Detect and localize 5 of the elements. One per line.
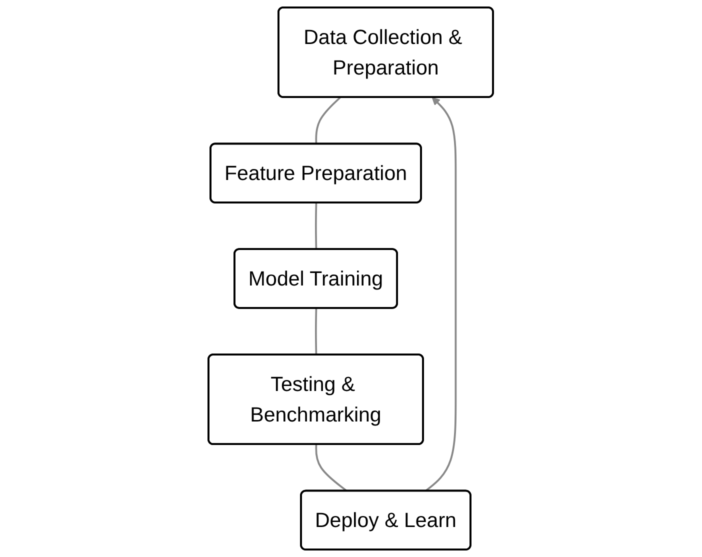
connector xyxy=(315,96,342,144)
connector xyxy=(315,202,318,250)
arrow xyxy=(424,97,457,492)
connector xyxy=(315,308,318,356)
connector xyxy=(315,444,348,492)
